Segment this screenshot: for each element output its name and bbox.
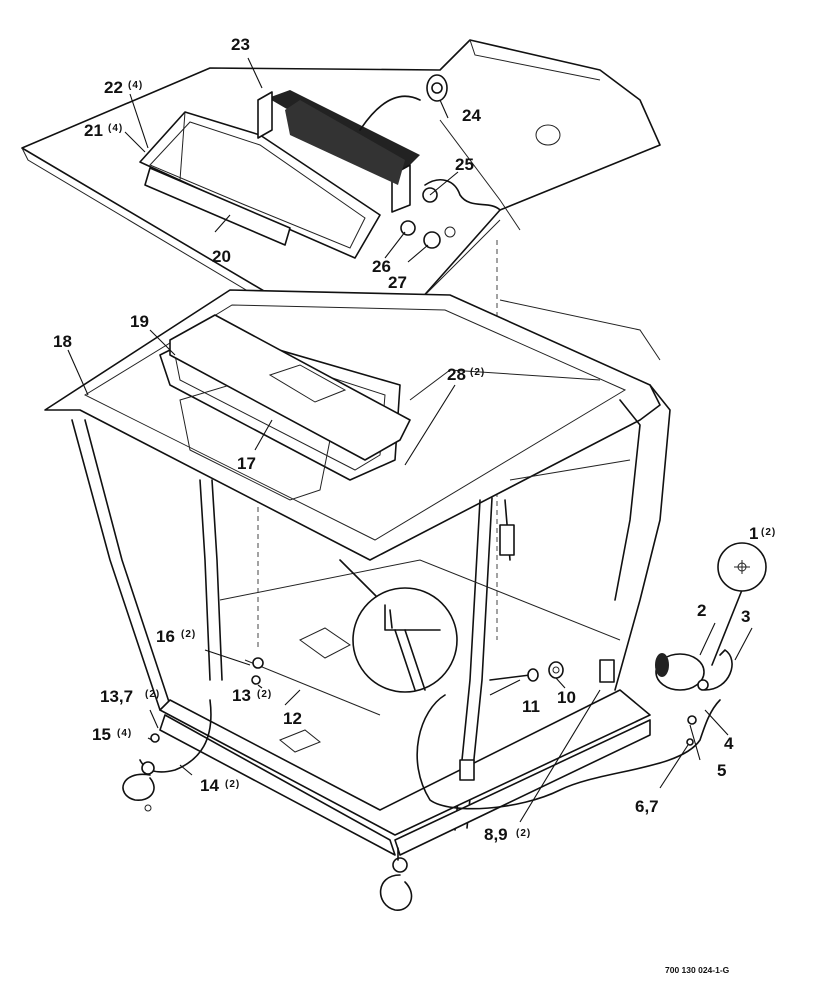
callout-4: 4 <box>724 734 734 753</box>
callout-22-qty: (4) <box>128 80 143 91</box>
cab-frame <box>44 289 671 856</box>
callout-26: 26 <box>372 257 391 276</box>
heater-duct <box>139 111 381 259</box>
callout-5: 5 <box>717 761 726 780</box>
fastener-13 <box>251 675 261 685</box>
callout-12: 12 <box>283 709 302 728</box>
callout-6-7: 6,7 <box>635 797 659 816</box>
callout-13: 13 <box>232 686 251 705</box>
callout-1-qty: (2) <box>761 527 776 538</box>
lift-hook-bottom <box>379 847 413 911</box>
callout-16-qty: (2) <box>181 629 196 640</box>
callout-13-7-qty: (2) <box>145 689 160 700</box>
callout-14-qty: (2) <box>225 779 240 790</box>
callout-27: 27 <box>388 273 407 292</box>
callout-13-7: 13,7 <box>100 687 133 706</box>
callout-18: 18 <box>53 332 72 351</box>
blower-motor <box>655 649 733 691</box>
callout-20: 20 <box>212 247 231 266</box>
callout-8-9: 8,9 <box>484 825 508 844</box>
drawing-number: 700 130 024-1-G <box>665 965 730 975</box>
detail-zoom-circle <box>339 559 458 693</box>
callout-16: 16 <box>156 627 175 646</box>
callout-2: 2 <box>697 601 706 620</box>
callout-23: 23 <box>231 35 250 54</box>
callout-24: 24 <box>462 106 481 125</box>
callout-19: 19 <box>130 312 149 331</box>
callout-28-qty: (2) <box>470 367 485 378</box>
fastener-15 <box>150 733 160 743</box>
fan-detail-circle <box>711 542 767 666</box>
fastener-16 <box>252 657 264 669</box>
callout-13-qty: (2) <box>257 689 272 700</box>
callout-17: 17 <box>237 454 256 473</box>
callout-8-9-qty: (2) <box>516 828 531 839</box>
fastener-6 <box>686 738 694 746</box>
lift-hook-left <box>122 761 155 812</box>
cable-assembly <box>489 661 564 682</box>
callout-15-qty: (4) <box>117 728 132 739</box>
callout-1: 1 <box>749 524 758 543</box>
callout-22: 22 <box>104 78 123 97</box>
heater-core <box>257 90 420 213</box>
wire-harness-right <box>416 694 721 810</box>
callout-labels: 23 22 (4) 21 (4) 24 25 20 26 27 19 18 28… <box>53 35 776 844</box>
callout-3: 3 <box>741 607 750 626</box>
callout-14: 14 <box>200 776 219 795</box>
callout-15: 15 <box>92 725 111 744</box>
callout-10: 10 <box>557 688 576 707</box>
leader-lines <box>67 57 753 823</box>
fastener-5 <box>687 715 697 725</box>
callout-21: 21 <box>84 121 103 140</box>
callout-21-qty: (4) <box>108 123 123 134</box>
callout-28: 28 <box>447 365 466 384</box>
callout-25: 25 <box>455 155 474 174</box>
callout-11: 11 <box>522 697 540 716</box>
